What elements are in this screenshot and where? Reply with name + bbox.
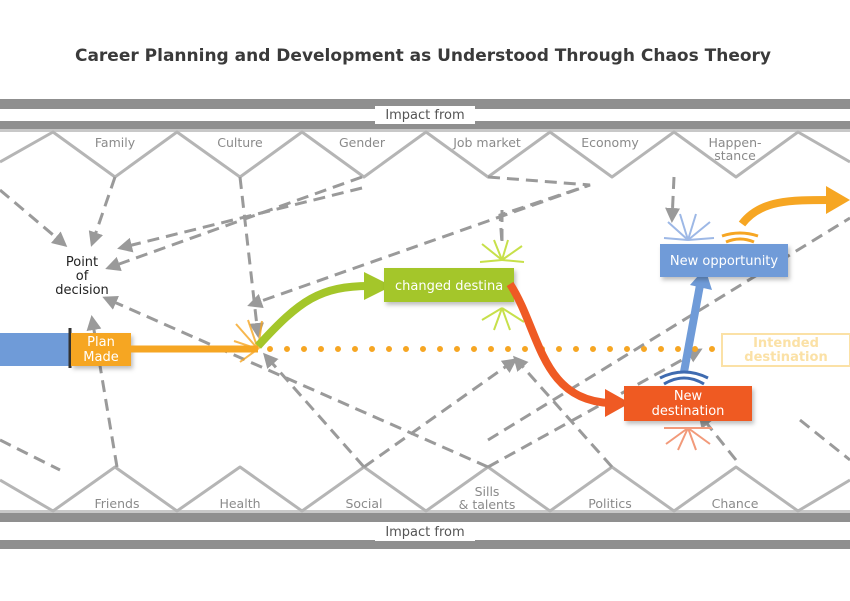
factor-politics: Politics xyxy=(588,496,631,511)
new-destination-line-2: destination xyxy=(652,404,725,419)
bottom-impact-band: Impact from xyxy=(0,510,850,549)
burst-opportunity xyxy=(663,213,715,241)
factor-friends: Friends xyxy=(95,496,140,511)
factor-happenstance-2: stance xyxy=(714,148,756,163)
factor-family: Family xyxy=(95,135,136,150)
factor-job-market: Job market xyxy=(452,135,521,150)
top-impact-band: Impact from xyxy=(0,99,850,132)
plan-made: Plan Made xyxy=(71,333,258,366)
new-destination-line-1: New xyxy=(674,389,703,404)
factor-gender: Gender xyxy=(339,135,386,150)
pod-line-1: Point xyxy=(66,255,98,270)
bottom-factors: Friends Health Social Sills & talents Po… xyxy=(95,484,759,512)
factor-social: Social xyxy=(345,496,382,511)
influence-lines xyxy=(0,175,850,472)
plan-line-1: Plan xyxy=(87,335,115,350)
changed-destination-label: changed destina xyxy=(395,279,503,294)
intended-path: Intended destination xyxy=(267,333,850,367)
intended-line-2: destination xyxy=(744,350,827,365)
new-opportunity: New opportunity xyxy=(660,244,788,277)
start-bar xyxy=(0,333,70,366)
changed-destination: changed destina xyxy=(255,268,514,349)
point-of-decision: Point of decision xyxy=(55,255,109,298)
burst-plan xyxy=(233,319,277,363)
diagram-title: Career Planning and Development as Under… xyxy=(75,46,771,66)
top-band-label: Impact from xyxy=(385,108,464,123)
factor-chance: Chance xyxy=(712,496,759,511)
new-destination: New destination xyxy=(506,281,752,421)
pod-line-3: decision xyxy=(55,283,109,298)
factor-health: Health xyxy=(219,496,260,511)
intended-line-1: Intended xyxy=(753,336,819,351)
bottom-band-label: Impact from xyxy=(385,525,464,540)
opportunity-link xyxy=(659,268,712,386)
burst-changed xyxy=(479,239,525,331)
factor-skills-1: Sills xyxy=(475,484,500,499)
new-opportunity-label: New opportunity xyxy=(670,254,779,269)
factor-happenstance-1: Happen- xyxy=(708,135,761,150)
orange-exit xyxy=(721,186,850,244)
factor-skills-2: & talents xyxy=(459,497,516,512)
plan-line-2: Made xyxy=(83,350,118,365)
factor-culture: Culture xyxy=(217,135,263,150)
factor-economy: Economy xyxy=(581,135,639,150)
top-factors: Family Culture Gender Job market Economy… xyxy=(95,135,762,163)
burst-new-destination xyxy=(664,427,712,451)
top-zigzag xyxy=(0,130,850,179)
bottom-zigzag xyxy=(0,465,850,513)
pod-line-2: of xyxy=(76,269,89,284)
